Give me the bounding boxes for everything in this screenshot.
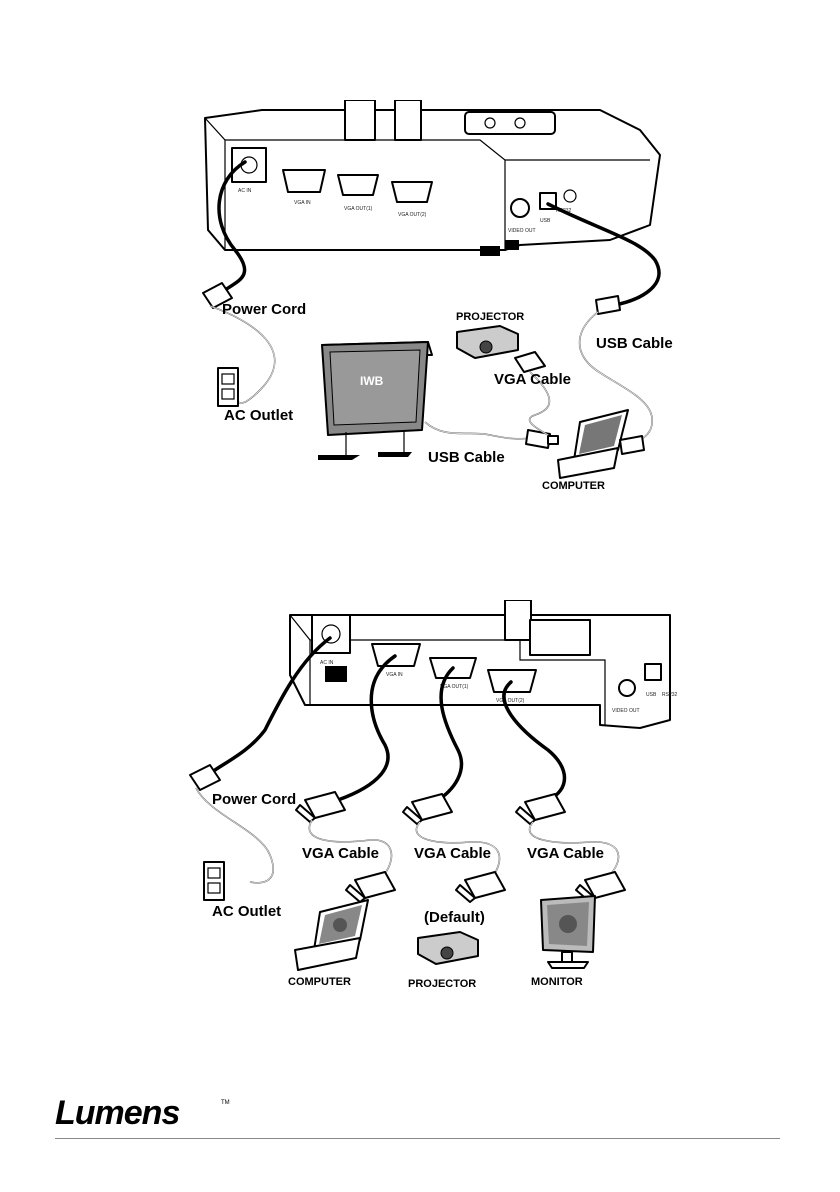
- port-ac-in-label: AC IN: [320, 660, 334, 666]
- usb-cable-bottom-label: USB Cable: [428, 449, 505, 466]
- projector-label: PROJECTOR: [456, 311, 524, 323]
- usb-connector-icon: [526, 430, 558, 448]
- computer-label: COMPUTER: [542, 480, 605, 492]
- power-cord-label: Power Cord: [212, 791, 296, 808]
- port-vga-out2-label: VGA OUT(2): [398, 212, 427, 218]
- port-usb-label: USB: [646, 692, 657, 698]
- connection-diagram-usb: AC IN VGA IN VGA OUT(1) VGA OUT(2) VIDEO…: [0, 100, 840, 500]
- trademark-mark: TM: [221, 1100, 230, 1106]
- projector-icon: [457, 326, 518, 358]
- ac-outlet-icon: [204, 862, 224, 900]
- diagram2-svg: AC IN VGA IN VGA OUT(1) VGA OUT(2) VIDEO…: [0, 600, 840, 1000]
- diagram1-svg: AC IN VGA IN VGA OUT(1) VGA OUT(2) VIDEO…: [0, 100, 840, 500]
- footer-divider: [55, 1138, 780, 1139]
- port-vga-out1-label: VGA OUT(1): [344, 206, 373, 212]
- ac-outlet-icon: [218, 368, 238, 406]
- iwb-board-icon: [318, 342, 432, 460]
- vga-cable-3-label: VGA Cable: [527, 845, 604, 862]
- vga-connector-icon: [515, 352, 545, 372]
- port-vga-out2-label: VGA OUT(2): [496, 698, 525, 704]
- port-vga-in-label: VGA IN: [386, 672, 403, 678]
- monitor-icon: [541, 896, 595, 968]
- monitor-label: MONITOR: [531, 976, 583, 988]
- vga-connector-icon: [516, 794, 565, 824]
- page-footer: Lumens TM: [55, 1094, 780, 1144]
- usb-cable-right-label: USB Cable: [596, 335, 673, 352]
- iwb-label: IWB: [360, 374, 384, 388]
- port-vga-in-label: VGA IN: [294, 200, 311, 206]
- ac-outlet-label: AC Outlet: [224, 407, 293, 424]
- vga-connector-icon: [296, 792, 345, 822]
- port-video-out-label: VIDEO OUT: [508, 228, 536, 234]
- vga-connector-icon: [456, 872, 505, 902]
- default-note: (Default): [424, 909, 485, 926]
- port-rs232-label: RS232: [662, 692, 678, 698]
- port-ac-in-label: AC IN: [238, 188, 252, 194]
- vga-connector-icon: [346, 872, 395, 902]
- vga-cable-2-label: VGA Cable: [414, 845, 491, 862]
- lumens-logo: Lumens: [55, 1094, 179, 1133]
- laptop-icon: [295, 900, 368, 970]
- projector-label: PROJECTOR: [408, 978, 476, 990]
- connection-diagram-vga: AC IN VGA IN VGA OUT(1) VGA OUT(2) VIDEO…: [0, 600, 840, 1000]
- vga-cable-1-label: VGA Cable: [302, 845, 379, 862]
- projector-icon: [418, 932, 478, 964]
- ac-outlet-label: AC Outlet: [212, 903, 281, 920]
- port-usb-label: USB: [540, 218, 551, 224]
- computer-label: COMPUTER: [288, 976, 351, 988]
- vga-connector-icon: [403, 794, 452, 824]
- usb-connector-icon: [620, 436, 644, 454]
- power-cord-label: Power Cord: [222, 301, 306, 318]
- laptop-icon: [558, 410, 628, 478]
- vga-cable-label: VGA Cable: [494, 371, 571, 388]
- visualizer-base: [205, 100, 660, 256]
- port-video-out-label: VIDEO OUT: [612, 708, 640, 714]
- usb-connector-icon: [596, 296, 620, 314]
